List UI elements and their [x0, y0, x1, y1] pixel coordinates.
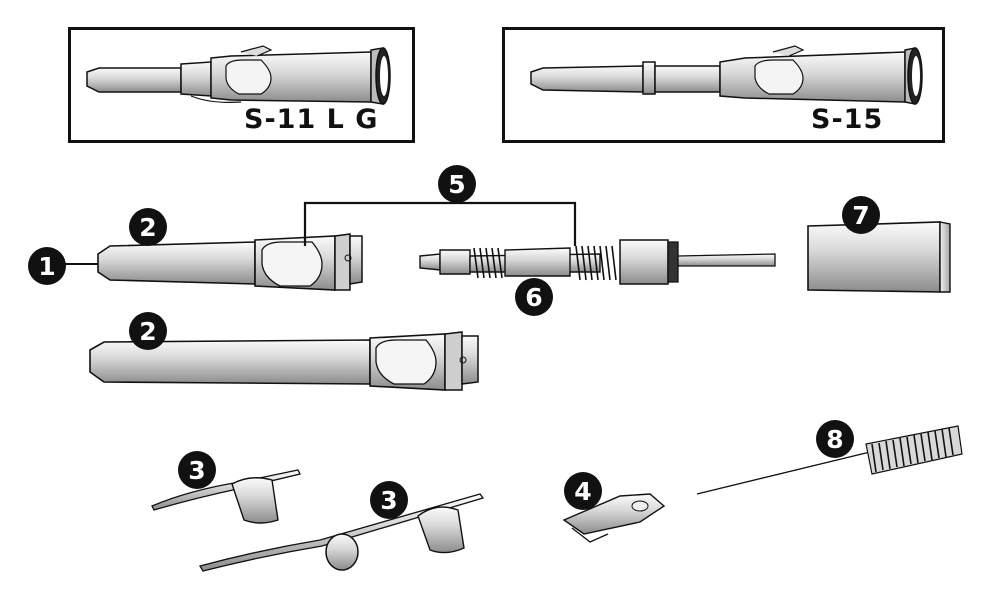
tip-body-short	[97, 233, 363, 291]
callout-1: 1	[28, 247, 66, 285]
clip-small	[562, 493, 666, 543]
svg-text:8: 8	[826, 425, 843, 454]
svg-text:2: 2	[139, 213, 156, 242]
barrel	[807, 221, 951, 293]
callout-7: 7	[842, 196, 880, 234]
svg-text:4: 4	[574, 477, 591, 506]
callout-2-short: 2	[129, 208, 167, 246]
callout-2-long: 2	[129, 312, 167, 350]
callout-3-single: 3	[178, 451, 216, 489]
svg-text:2: 2	[139, 317, 156, 346]
svg-text:6: 6	[525, 283, 542, 312]
spring-assembly	[419, 239, 776, 285]
svg-text:1: 1	[38, 252, 55, 281]
bracket-callout-5	[303, 201, 577, 246]
assembled-tip-s11lg	[86, 45, 391, 105]
model-box-s11lg: S-11 L G	[68, 27, 415, 143]
model-label-s11lg: S-11 L G	[244, 104, 379, 135]
svg-text:7: 7	[852, 201, 869, 230]
model-box-s15: S-15	[502, 27, 945, 143]
tip-body-long	[89, 331, 479, 391]
clip-double	[198, 493, 485, 572]
assembled-tip-s15	[530, 45, 923, 105]
clip-single	[151, 469, 301, 524]
svg-text:3: 3	[188, 456, 205, 485]
callout-6: 6	[515, 278, 553, 316]
model-label-s15: S-15	[811, 104, 884, 135]
callout-4: 4	[564, 472, 602, 510]
svg-text:5: 5	[448, 170, 465, 199]
callout-8: 8	[816, 420, 854, 458]
cleaning-brush	[696, 425, 963, 495]
svg-text:3: 3	[380, 486, 397, 515]
callout-3-double: 3	[370, 481, 408, 519]
callout-5: 5	[438, 165, 476, 203]
